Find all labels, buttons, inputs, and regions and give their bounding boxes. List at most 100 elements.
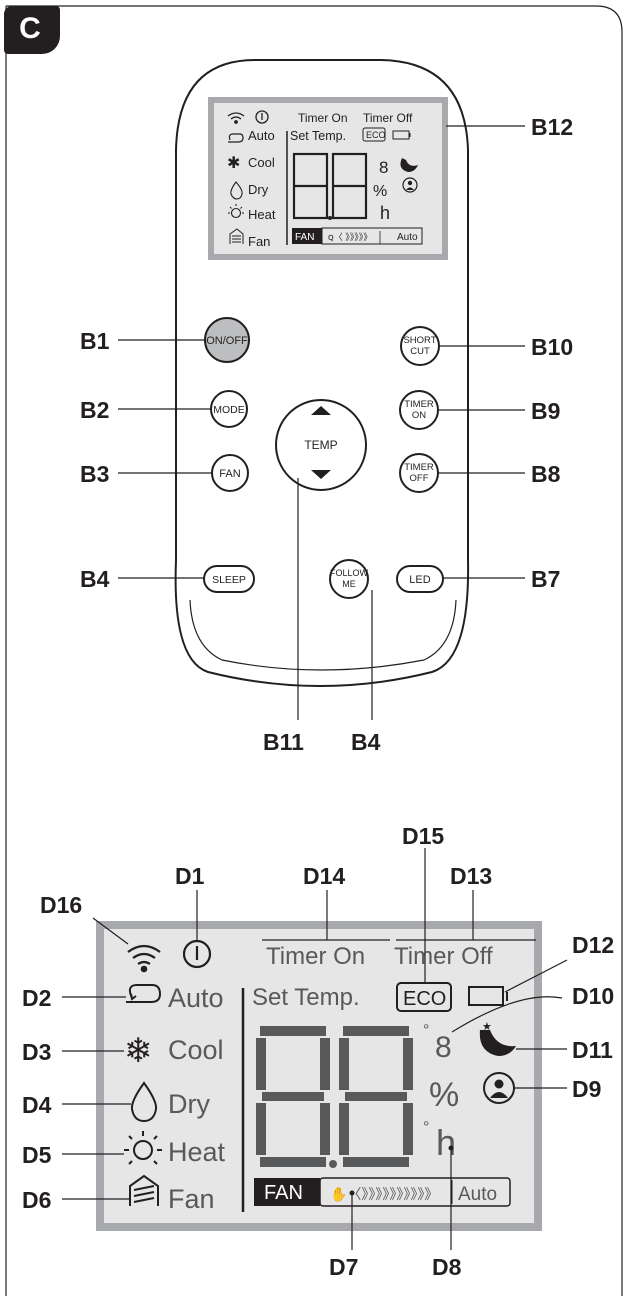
callout-d10: D10 — [572, 983, 614, 1009]
fan-bar-text: FAN — [264, 1182, 303, 1204]
battery-icon — [468, 986, 508, 1006]
timer-on-label-1: TIMER — [404, 399, 434, 410]
mode-button[interactable]: MODE — [210, 390, 248, 428]
callout-b2: B2 — [80, 397, 109, 423]
display-callouts: D16 D1 D14 D15 D13 D12 D10 D11 D9 D2 D3 … — [22, 823, 614, 1280]
remote-mode-fan: Fan — [248, 234, 270, 249]
remote-auto-icon — [228, 133, 244, 143]
remote-sun-icon — [228, 204, 244, 219]
mode-fan-text: Fan — [168, 1184, 215, 1214]
remote-drop-icon — [230, 181, 243, 200]
on-off-button[interactable]: ON/OFF — [204, 317, 250, 363]
timer-on-label-2: ON — [412, 410, 426, 421]
on-off-label: ON/OFF — [206, 335, 248, 347]
remote-fan-house-icon — [229, 228, 244, 244]
fan-label: FAN — [219, 468, 240, 480]
follow-me-label-2: ME — [342, 579, 356, 589]
mode-label: MODE — [213, 404, 245, 416]
small-digit: 8 — [435, 1031, 452, 1064]
remote-follow-person-icon — [402, 177, 418, 193]
sleep-moon-icon: ★ — [479, 1021, 516, 1056]
temp-button[interactable]: TEMP — [275, 399, 367, 491]
remote-eco-box — [362, 127, 386, 142]
timer-off-text: Timer Off — [394, 943, 493, 970]
sleep-button[interactable]: SLEEP — [203, 565, 255, 593]
remote-power-icon — [255, 110, 269, 124]
led-button[interactable]: LED — [396, 565, 444, 593]
callout-b12: B12 — [531, 114, 573, 140]
timer-off-label-1: TIMER — [404, 462, 434, 473]
remote-lcd-eco: ECO — [366, 130, 386, 140]
fan-auto-text: Auto — [458, 1184, 497, 1205]
sun-icon — [124, 1131, 162, 1165]
display-detail: Timer On Timer Off Set Temp. ECO ❄ Auto … — [96, 921, 542, 1231]
temperature-digits — [256, 1026, 413, 1168]
remote-snowflake-icon: ✱ — [227, 155, 240, 172]
fan-house-icon — [129, 1174, 159, 1206]
callout-d14: D14 — [303, 863, 345, 889]
set-temp-text: Set Temp. — [252, 984, 360, 1011]
follow-me-label-1: FOLLOW — [330, 568, 369, 578]
svg-text:★: ★ — [482, 1021, 492, 1033]
hour-text: h — [436, 1122, 456, 1163]
callout-b4: B4 — [80, 566, 110, 592]
temp-down-icon[interactable] — [311, 470, 331, 479]
callout-d3: D3 — [22, 1039, 51, 1065]
callout-d2: D2 — [22, 985, 51, 1011]
drop-icon — [130, 1081, 158, 1123]
callout-d11: D11 — [572, 1037, 613, 1063]
remote-digit-small: 8 — [379, 158, 388, 177]
short-cut-button[interactable]: SHORT CUT — [400, 326, 440, 366]
power-icon — [182, 939, 212, 969]
remote-lcd-fan-auto: Auto — [397, 232, 418, 243]
callout-d15: D15 — [402, 823, 444, 849]
callout-d12: D12 — [572, 932, 614, 958]
remote-lcd: Timer On Timer Off Set Temp. ECO ✱ Auto … — [208, 97, 448, 260]
snowflake-icon: ❄ — [124, 1032, 153, 1070]
mode-auto-text: Auto — [168, 983, 224, 1013]
remote-mode-cool: Cool — [248, 155, 275, 170]
callout-d6: D6 — [22, 1187, 51, 1213]
remote-lcd-timer-on: Timer On — [298, 111, 348, 125]
callout-b1: B1 — [80, 328, 110, 354]
remote-digits — [292, 152, 368, 220]
percent-text: % — [429, 1076, 459, 1114]
timer-off-button[interactable]: TIMER OFF — [399, 453, 439, 493]
display-leader-lines — [62, 848, 568, 1250]
remote-callouts: B1 B2 B3 B4 B10 B9 B8 B7 B12 B11 B4 — [80, 114, 573, 755]
remote-lcd-hour: h — [380, 203, 390, 223]
callout-b8: B8 — [531, 461, 561, 487]
callout-d8: D8 — [432, 1254, 462, 1280]
callout-b10: B10 — [531, 334, 573, 360]
timer-on-text: Timer On — [266, 943, 365, 970]
follow-me-button[interactable]: FOLLOW ME — [329, 559, 369, 599]
remote-battery-icon — [392, 130, 411, 140]
figure-label-badge: C — [4, 6, 60, 54]
callout-d5: D5 — [22, 1142, 52, 1168]
mode-cool-text: Cool — [168, 1035, 224, 1065]
degree-mark-top: ° — [423, 1022, 429, 1039]
led-label: LED — [409, 574, 430, 586]
callout-d13: D13 — [450, 863, 492, 889]
temp-up-icon[interactable] — [311, 406, 331, 415]
fan-button[interactable]: FAN — [211, 454, 249, 492]
remote-wifi-icon — [227, 112, 245, 124]
short-cut-label-1: SHORT — [403, 335, 436, 346]
auto-icon — [126, 984, 162, 1003]
figure-label: C — [19, 12, 41, 45]
fan-speed-chevrons: ✋〈》》》》》》》》》》 — [330, 1186, 438, 1202]
remote-lcd-fan: FAN — [295, 232, 314, 243]
callout-d16: D16 — [40, 892, 82, 918]
degree-mark-bottom: ° — [423, 1119, 429, 1136]
remote-inner-edge — [189, 599, 457, 671]
timer-on-button[interactable]: TIMER ON — [399, 390, 439, 430]
callout-d9: D9 — [572, 1076, 601, 1102]
temp-label: TEMP — [304, 438, 337, 452]
callout-b4-bottom: B4 — [351, 729, 381, 755]
eco-box — [396, 982, 452, 1012]
callout-b11: B11 — [263, 729, 304, 755]
remote-lcd-set-temp: Set Temp. — [290, 129, 346, 143]
wifi-icon — [127, 944, 161, 973]
remote-leader-lines — [118, 125, 525, 720]
